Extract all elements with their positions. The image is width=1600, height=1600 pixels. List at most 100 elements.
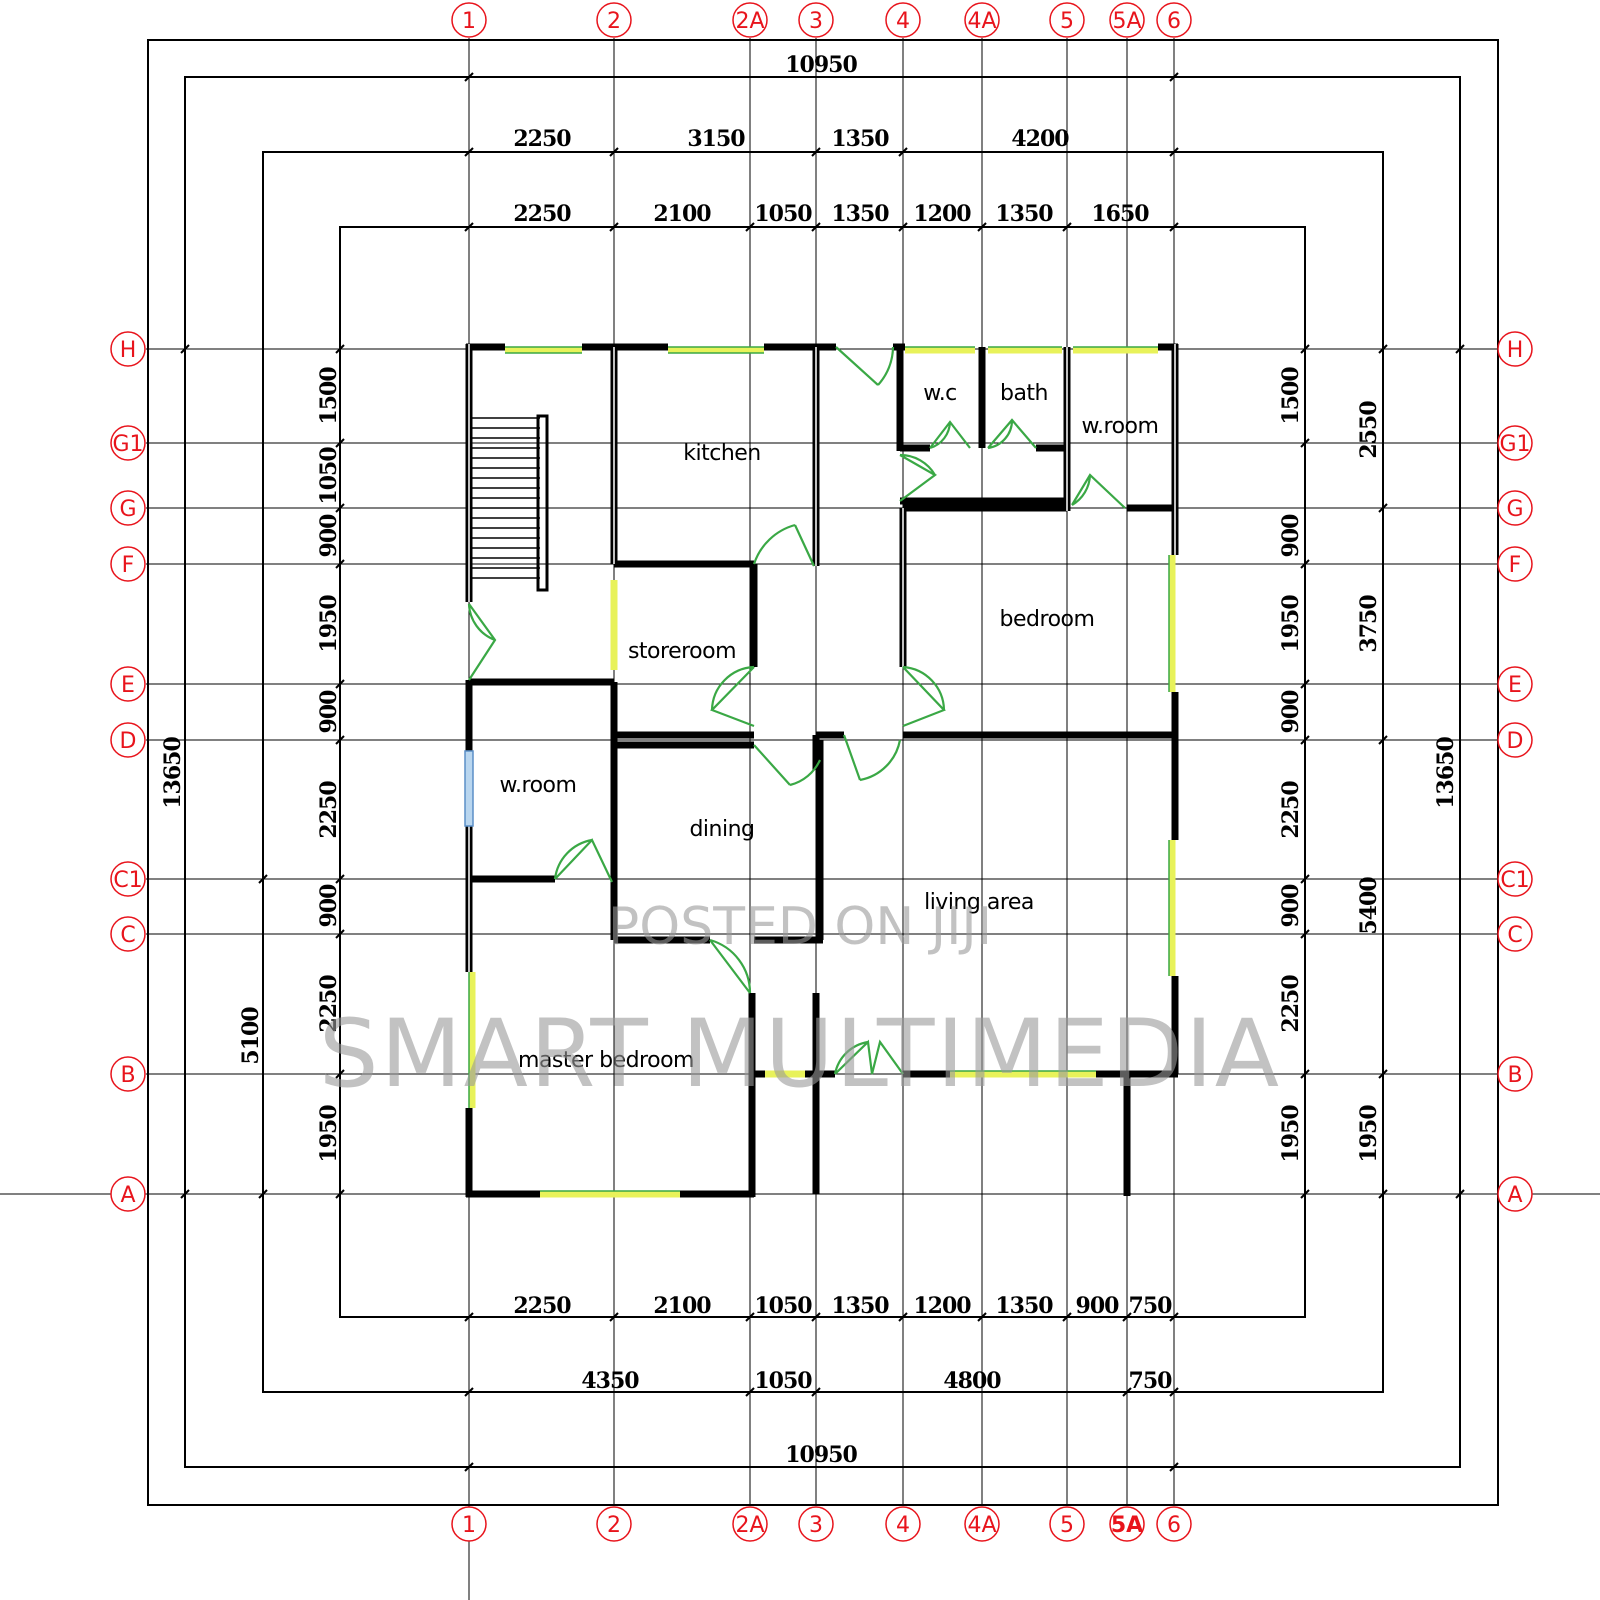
dim-top-middle: 3150	[687, 126, 745, 152]
dim-left-inner: 2250	[316, 781, 342, 839]
svg-text:6: 6	[1167, 1513, 1181, 1538]
dim-labels-bottom: 2250 2100 1050 1350 1200 1350 900 750 43…	[513, 1293, 1173, 1468]
dim-top-inner: 1350	[995, 201, 1053, 227]
grid-bubble-right-g1: G1	[1497, 425, 1533, 461]
svg-text:6: 6	[1167, 9, 1181, 34]
dim-top-inner: 1350	[831, 201, 889, 227]
svg-text:2: 2	[607, 1513, 621, 1538]
dim-top-middle: 2250	[513, 126, 571, 152]
svg-text:G1: G1	[1499, 432, 1530, 457]
doors	[467, 346, 1126, 1075]
room-label-kitchen: kitchen	[683, 441, 761, 466]
room-label-dining: dining	[689, 817, 754, 842]
grid-bubble-left-d: D	[110, 722, 146, 758]
grid-bubble-top-2: 2	[596, 2, 632, 38]
svg-text:3: 3	[809, 9, 823, 34]
dim-right-inner: 900	[1278, 514, 1304, 558]
grid-bubble-left-b: B	[110, 1056, 146, 1092]
dim-top-inner: 1200	[913, 201, 971, 227]
dimension-frames	[147, 39, 1499, 1506]
svg-text:F: F	[122, 553, 135, 578]
grid-bubble-left-e: E	[110, 666, 146, 702]
svg-text:5A: 5A	[1111, 1513, 1143, 1538]
dim-left-inner: 1950	[316, 1105, 342, 1163]
svg-text:B: B	[120, 1063, 135, 1088]
svg-text:A: A	[1507, 1183, 1522, 1208]
dim-top-inner: 2250	[513, 201, 571, 227]
svg-text:4A: 4A	[967, 1513, 996, 1538]
grid-bubble-left-h: H	[110, 331, 146, 367]
svg-text:4: 4	[896, 9, 910, 34]
svg-text:2A: 2A	[735, 9, 764, 34]
grid-bubbles-right: H G1 G F E D C1 C B A	[1497, 331, 1533, 1212]
dim-top-overall: 10950	[785, 52, 857, 78]
svg-text:4A: 4A	[967, 9, 996, 34]
grid-bubble-bottom-2a: 2A	[732, 1506, 768, 1542]
room-labels: kitchen w.c bath w.room bedroom storeroo…	[500, 381, 1159, 1073]
dim-labels-top: 10950 2250 3150 1350 4200 2250 2100 1050…	[513, 52, 1150, 227]
dim-top-inner: 1650	[1091, 201, 1149, 227]
room-label-wroom-top: w.room	[1082, 414, 1159, 439]
dim-bottom-middle: 4350	[581, 1368, 639, 1394]
dim-top-inner: 2100	[653, 201, 711, 227]
grid-bubble-top-1: 1	[451, 2, 487, 38]
dim-right-inner: 2250	[1278, 975, 1304, 1033]
dim-bottom-inner: 900	[1076, 1293, 1120, 1319]
grid-bubble-left-c: C	[110, 916, 146, 952]
svg-text:H: H	[1507, 338, 1524, 363]
svg-text:F: F	[1509, 553, 1522, 578]
grid-bubble-right-b: B	[1497, 1056, 1533, 1092]
dim-bottom-middle: 4800	[943, 1368, 1001, 1394]
grid-bubble-bottom-2: 2	[596, 1506, 632, 1542]
svg-text:H: H	[120, 338, 137, 363]
dim-left-middle: 5100	[238, 1007, 264, 1065]
grid-bubble-bottom-1: 1	[451, 1506, 487, 1542]
grid-bubble-right-d: D	[1497, 722, 1533, 758]
grid-bubble-right-c: C	[1497, 916, 1533, 952]
dim-bottom-inner: 1350	[995, 1293, 1053, 1319]
room-label-master-bedroom: master bedroom	[518, 1048, 694, 1073]
dim-bottom-inner: 750	[1129, 1293, 1173, 1319]
svg-text:2A: 2A	[735, 1513, 764, 1538]
grid-bubble-bottom-5: 5	[1049, 1506, 1085, 1542]
dim-bottom-inner: 2250	[513, 1293, 571, 1319]
dim-left-inner: 900	[316, 690, 342, 734]
svg-text:E: E	[121, 673, 135, 698]
svg-text:5A: 5A	[1112, 9, 1141, 34]
dim-bottom-inner: 2100	[653, 1293, 711, 1319]
svg-text:1: 1	[462, 9, 476, 34]
svg-text:B: B	[1507, 1063, 1522, 1088]
grid-lines	[0, 38, 1600, 1600]
dim-bottom-middle: 750	[1129, 1368, 1173, 1394]
grid-bubbles-left: H G1 G F E D C1 C B A	[110, 331, 146, 1212]
wall-inner-lines	[468, 344, 1176, 972]
grid-bubble-bottom-4a: 4A	[964, 1506, 1000, 1542]
dim-bottom-middle: 1050	[754, 1368, 812, 1394]
dim-right-middle: 2550	[1356, 401, 1382, 459]
grid-bubble-top-4: 4	[885, 2, 921, 38]
watermark-posted: POSTED ON JIJI	[608, 897, 992, 957]
dim-right-middle: 1950	[1356, 1105, 1382, 1163]
dim-left-inner: 900	[316, 514, 342, 558]
dim-right-inner: 900	[1278, 690, 1304, 734]
grid-bubble-bottom-5a: 5A	[1109, 1506, 1145, 1542]
grid-bubble-top-2a: 2A	[732, 2, 768, 38]
svg-text:G: G	[1506, 497, 1523, 522]
grid-bubbles-top: 1 2 2A 3 4 4A 5 5A 6	[451, 2, 1192, 38]
dimension-ticks	[180, 72, 1465, 1472]
svg-text:3: 3	[809, 1513, 823, 1538]
dim-left-inner: 900	[316, 884, 342, 928]
svg-text:C1: C1	[1500, 868, 1529, 893]
dim-bottom-inner: 1350	[831, 1293, 889, 1319]
room-label-storeroom: storeroom	[628, 639, 736, 664]
grid-bubble-left-g1: G1	[110, 425, 146, 461]
grid-bubble-left-g: G	[110, 490, 146, 526]
watermark-brand: SMART MULTIMEDIA	[319, 1000, 1281, 1109]
svg-text:5: 5	[1060, 9, 1074, 34]
grid-bubble-bottom-3: 3	[798, 1506, 834, 1542]
svg-text:5: 5	[1060, 1513, 1074, 1538]
dim-right-middle: 3750	[1356, 595, 1382, 653]
grid-bubble-right-h: H	[1497, 331, 1533, 367]
grid-bubble-right-c1: C1	[1497, 861, 1533, 897]
